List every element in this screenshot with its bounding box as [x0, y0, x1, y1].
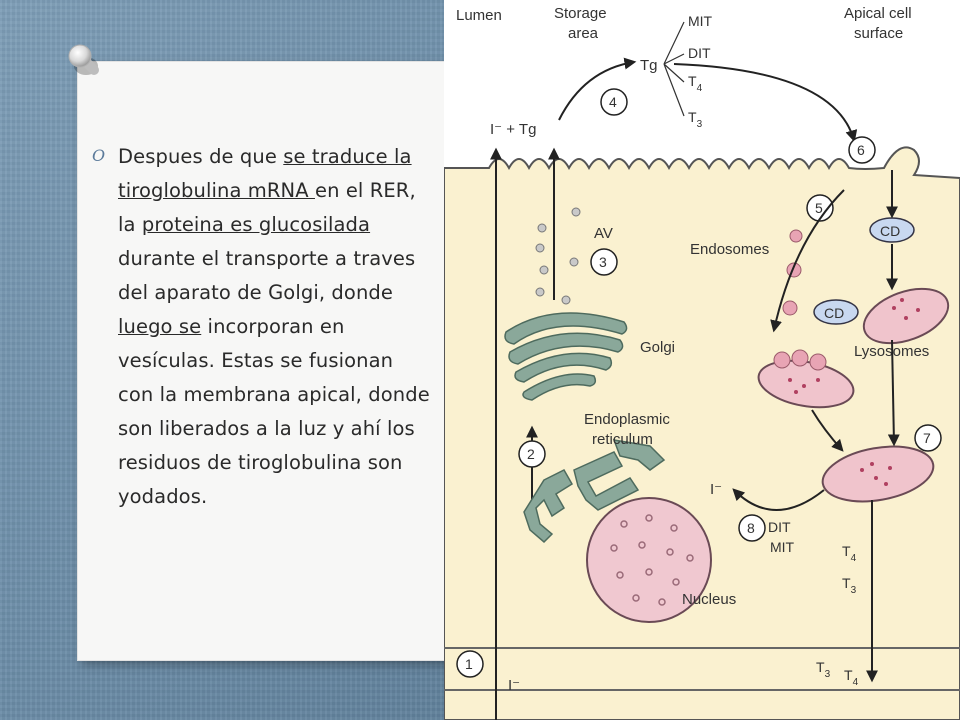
label-t4-right: T4 — [842, 543, 857, 564]
label-cd-2: CD — [824, 305, 844, 321]
text-segment: en el RER, la — [118, 179, 416, 236]
label-dit-bottom: DIT — [768, 519, 791, 535]
step-markers — [456, 88, 942, 678]
label-dit-top: DIT — [688, 45, 711, 61]
step7-arrow-left — [811, 409, 844, 452]
secondary-lysosome — [821, 445, 935, 503]
lysosome-contents — [788, 298, 920, 486]
nuclear-pores — [610, 514, 694, 606]
label-tg: Tg — [640, 57, 658, 74]
label-nucleus: Nucleus — [682, 591, 736, 608]
label-mit-top: MIT — [688, 13, 713, 29]
pin-icon — [68, 44, 99, 75]
label-endosomes: Endosomes — [690, 241, 769, 258]
step4-arrow — [558, 57, 637, 121]
vesicles — [535, 207, 581, 305]
label-t3-top: T3 — [688, 109, 703, 130]
label-iodide-tg: I⁻ + Tg — [490, 121, 536, 138]
colloid-droplet-2 — [813, 299, 859, 325]
underlined-segment: se traduce la tiroglobulina mRNA — [118, 145, 412, 202]
label-t3-bottom: T3 — [816, 659, 831, 680]
label-t4-bottom: T4 — [844, 667, 859, 688]
step6-arrow — [673, 63, 858, 143]
step-4: 4 — [609, 94, 617, 110]
label-t4-top: T4 — [688, 73, 703, 94]
step-2: 2 — [527, 446, 535, 462]
label-mit-bottom: MIT — [770, 539, 795, 555]
bullet-marker: O — [92, 146, 106, 165]
label-iodide-mid: I⁻ — [710, 481, 722, 498]
label-t3-right: T3 — [842, 575, 857, 596]
label-golgi: Golgi — [640, 339, 675, 356]
text-segment: Despues de que — [118, 145, 284, 168]
step-7: 7 — [923, 430, 931, 446]
bullet-item: O Despues de que se traduce la tiroglobu… — [92, 140, 434, 514]
step-3: 3 — [599, 254, 607, 270]
text-segment: incorporan en vesículas. Estas se fusion… — [118, 315, 430, 508]
tg-branches — [663, 21, 685, 117]
step8-arrow — [732, 488, 825, 511]
step7-arrow-right — [887, 339, 900, 447]
label-lumen: Lumen — [456, 7, 502, 24]
thyroid-cell-diagram: Lumen Storage area Apical cell surface M… — [444, 0, 960, 720]
step5-arrow — [770, 189, 845, 333]
endoplasmic-reticulum — [523, 439, 666, 544]
step-5: 5 — [815, 200, 823, 216]
fusing-vesicles — [773, 349, 827, 371]
text-segment: durante el transporte a traves del apara… — [118, 247, 416, 304]
nucleus — [586, 497, 712, 623]
step-6: 6 — [857, 142, 865, 158]
label-av: AV — [594, 225, 613, 242]
underlined-segment: luego se — [118, 315, 202, 338]
underlined-segment: proteina es glucosilada — [141, 213, 371, 236]
bullet-paragraph: Despues de que se traduce la tiroglobuli… — [118, 140, 434, 514]
label-apical: Apical cell — [844, 5, 912, 22]
step-1: 1 — [465, 656, 473, 672]
label-apical-surface: surface — [854, 25, 903, 42]
label-er: Endoplasmic — [584, 411, 670, 428]
golgi-apparatus — [504, 312, 628, 401]
label-storage-area: area — [568, 25, 599, 42]
label-reticulum: reticulum — [592, 431, 653, 448]
label-cd-1: CD — [880, 223, 900, 239]
step-8: 8 — [747, 520, 755, 536]
label-storage: Storage — [554, 5, 607, 22]
label-iodide-bottom: I⁻ — [508, 677, 520, 694]
content-card — [78, 62, 450, 660]
